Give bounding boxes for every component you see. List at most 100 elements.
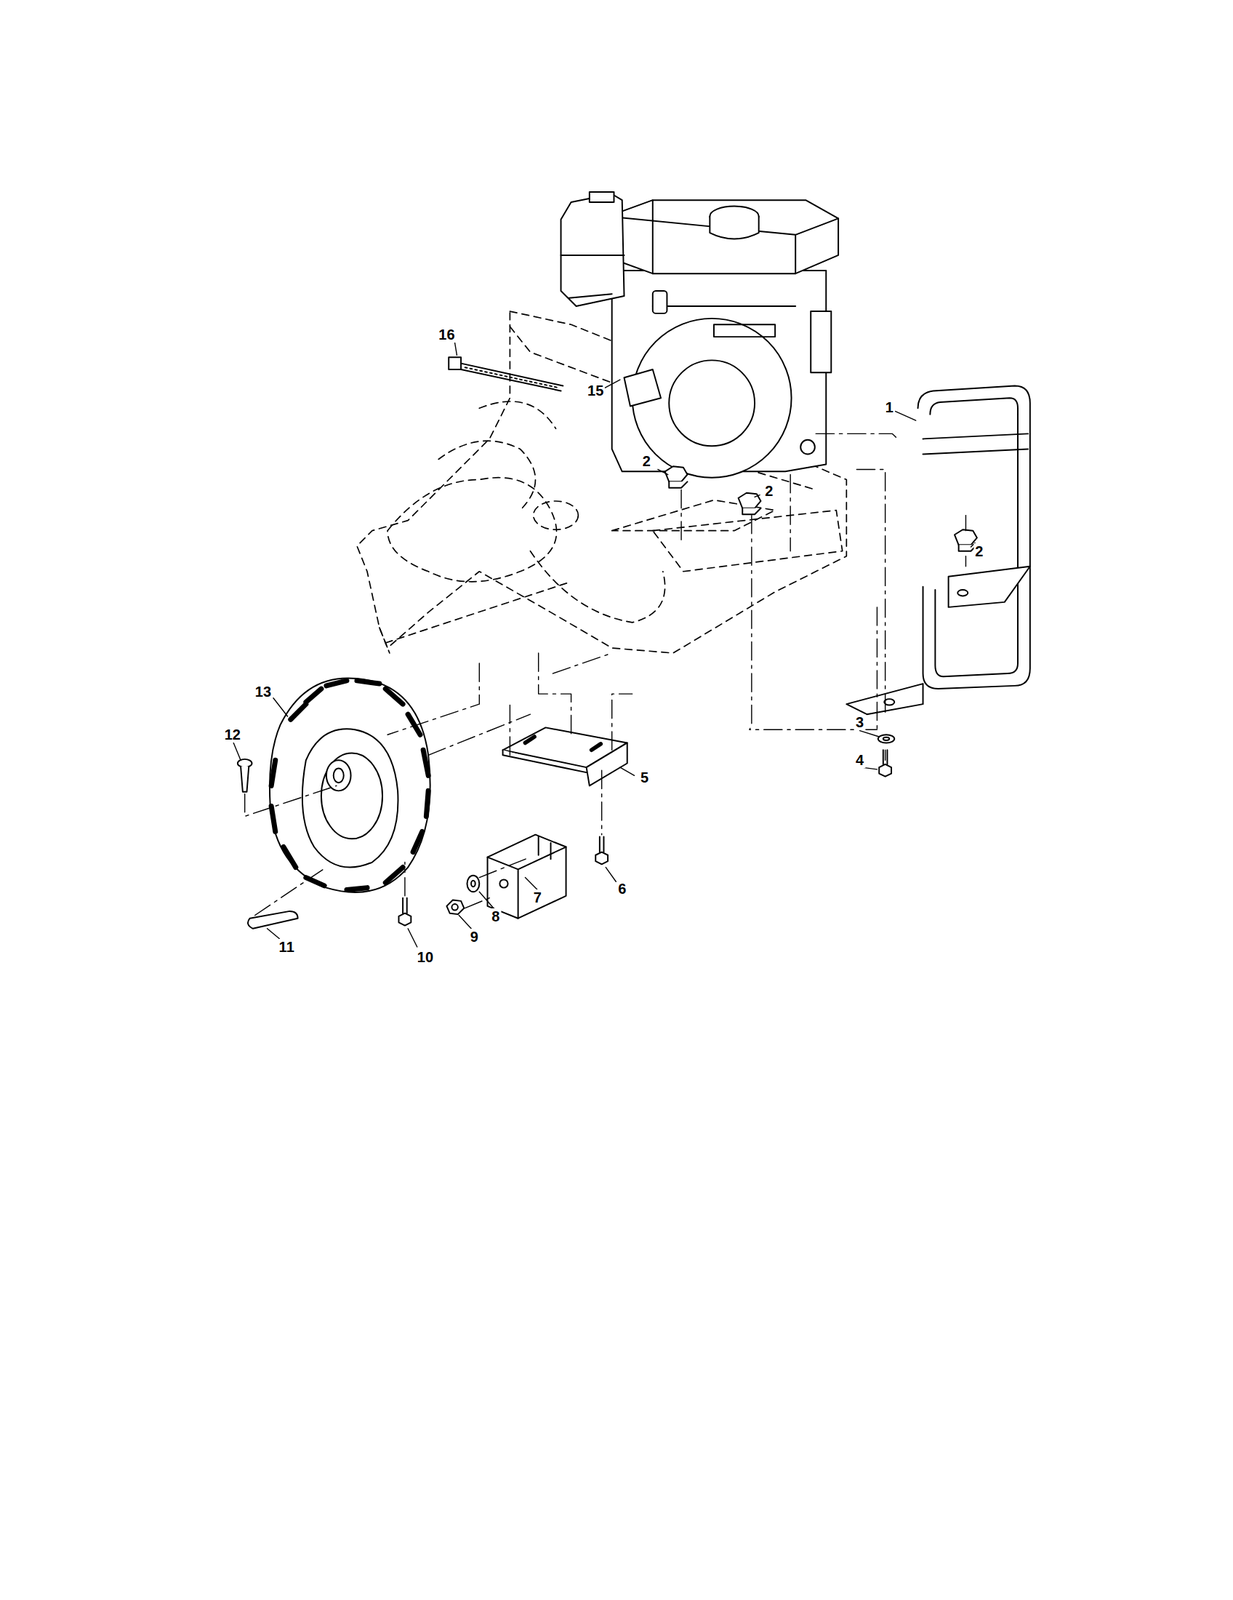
drawing-stroke bbox=[404, 862, 405, 896]
drawing-stroke bbox=[524, 877, 538, 890]
callout-number: 13 bbox=[253, 683, 273, 700]
drawing-stroke bbox=[620, 766, 635, 775]
assembly-lines bbox=[245, 433, 967, 915]
callout-number: 6 bbox=[616, 880, 628, 897]
drawing-stroke bbox=[302, 728, 399, 867]
callout-number: 4 bbox=[854, 751, 866, 768]
bolt-washer bbox=[878, 734, 895, 777]
drawing-stroke bbox=[387, 663, 530, 755]
drawing-stroke bbox=[333, 768, 344, 783]
drawing-stroke bbox=[595, 852, 608, 865]
bumper bbox=[846, 385, 1031, 714]
drawing-stroke bbox=[948, 566, 1031, 608]
drawing-stroke bbox=[499, 878, 508, 887]
leader-lines bbox=[233, 343, 975, 947]
drawing-stroke bbox=[455, 343, 458, 356]
drawing-stroke bbox=[815, 433, 898, 439]
lock-nuts bbox=[665, 466, 978, 551]
drawing-stroke bbox=[846, 683, 923, 714]
drawing-stroke bbox=[742, 508, 761, 514]
drawing-stroke bbox=[878, 734, 895, 743]
drawing-stroke bbox=[269, 677, 431, 893]
drawing-stroke bbox=[267, 928, 280, 939]
drawing-stroke bbox=[503, 749, 587, 773]
drawing-stroke bbox=[379, 627, 390, 653]
drawing-stroke bbox=[538, 836, 552, 860]
drawing-stroke bbox=[321, 752, 383, 839]
drawing-stroke bbox=[438, 440, 536, 510]
callout-number: 8 bbox=[490, 908, 501, 925]
drawing-stroke bbox=[458, 915, 472, 929]
engine bbox=[561, 191, 839, 478]
callout-number: 3 bbox=[854, 713, 866, 730]
drawing-stroke bbox=[601, 769, 602, 834]
drawing-stroke bbox=[957, 589, 968, 596]
cable-tie bbox=[448, 356, 563, 391]
drawing-stroke bbox=[247, 910, 299, 929]
wheel bbox=[269, 677, 431, 893]
wheel-weight bbox=[487, 834, 567, 919]
drawing-stroke bbox=[965, 515, 967, 531]
drawing-stroke bbox=[923, 433, 1028, 454]
drawing-stroke bbox=[356, 311, 847, 653]
callout-number: 11 bbox=[277, 938, 296, 955]
drawing-stroke bbox=[605, 867, 616, 882]
drawing-stroke bbox=[657, 468, 669, 475]
drawing-stroke bbox=[407, 928, 418, 947]
drawing-stroke bbox=[245, 785, 337, 816]
drawing-stroke bbox=[273, 697, 288, 717]
callout-number: 5 bbox=[639, 769, 650, 786]
drawing-stroke bbox=[929, 397, 1018, 677]
clevis-pin bbox=[237, 758, 299, 929]
drawing-stroke bbox=[487, 834, 567, 919]
drawing-stroke bbox=[918, 385, 1031, 689]
drawing-stroke bbox=[668, 481, 688, 488]
drawing-stroke bbox=[589, 191, 615, 203]
drawing-stroke bbox=[810, 311, 831, 373]
drawing-stroke bbox=[652, 306, 796, 337]
drawing-stroke bbox=[446, 899, 464, 914]
drawing-stroke bbox=[479, 401, 556, 429]
drawing-stroke bbox=[538, 652, 613, 735]
drawing-stroke bbox=[466, 875, 480, 892]
drawing-stroke bbox=[524, 736, 601, 750]
drawing-stroke bbox=[237, 758, 253, 767]
drawing-stroke bbox=[533, 500, 579, 530]
drawing-stroke bbox=[749, 607, 877, 730]
tiller-frame-phantom bbox=[356, 311, 847, 653]
drawing-stroke bbox=[509, 693, 632, 755]
drawing-stroke bbox=[233, 742, 241, 760]
drawing-stroke bbox=[800, 439, 815, 455]
drawing-stroke bbox=[387, 477, 557, 582]
drawing-stroke bbox=[465, 367, 560, 388]
drawing-stroke bbox=[448, 356, 461, 370]
callout-number: 2 bbox=[641, 452, 653, 469]
drawing-stroke bbox=[326, 759, 352, 791]
drawing-stroke bbox=[878, 764, 892, 777]
drawing-stroke bbox=[860, 730, 880, 737]
drawing-stroke bbox=[451, 903, 458, 910]
callout-number: 10 bbox=[415, 948, 435, 965]
drawing-stroke bbox=[385, 581, 571, 643]
drawing-stroke bbox=[709, 216, 759, 240]
drawing-stroke bbox=[895, 411, 917, 421]
drawing-stroke bbox=[652, 290, 668, 314]
callout-number: 2 bbox=[973, 543, 985, 560]
drawing-stroke bbox=[465, 857, 531, 909]
bolt bbox=[595, 836, 608, 865]
callout-number: 12 bbox=[223, 726, 243, 743]
drawing-stroke bbox=[668, 359, 755, 446]
drawing-stroke bbox=[561, 194, 625, 307]
drawing-stroke bbox=[529, 551, 665, 623]
drawing-stroke bbox=[604, 379, 621, 388]
drawing-stroke bbox=[790, 468, 885, 760]
drawing-stroke bbox=[665, 466, 688, 482]
callout-number: 1 bbox=[884, 399, 895, 416]
drawing-stroke bbox=[738, 492, 762, 509]
drawing-stroke bbox=[240, 766, 249, 792]
drawing-stroke bbox=[652, 510, 843, 572]
callout-number: 15 bbox=[585, 382, 605, 399]
drawing-stroke bbox=[255, 867, 327, 916]
drawing-stroke bbox=[561, 255, 625, 299]
